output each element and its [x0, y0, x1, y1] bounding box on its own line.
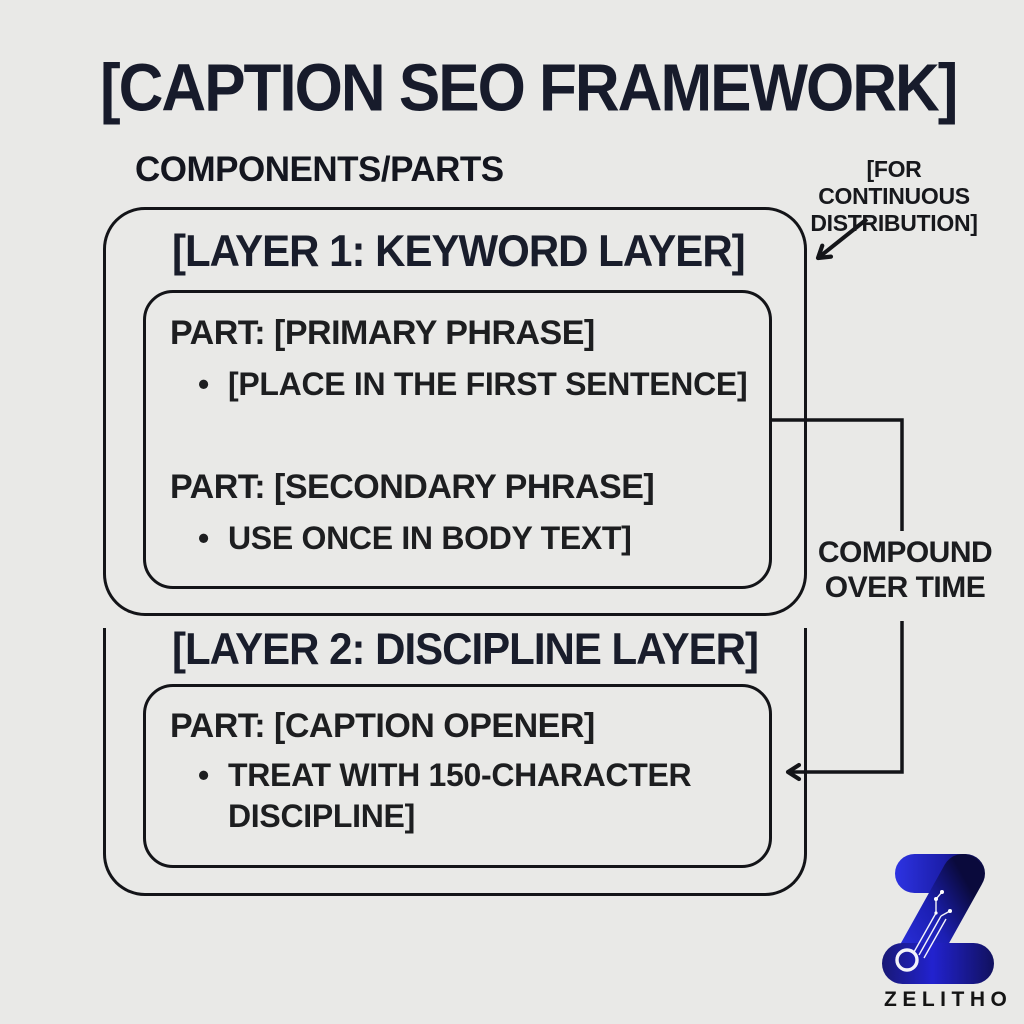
- bullet-150-character-discipline: • TREAT WITH 150-CHARACTER DISCIPLINE]: [198, 757, 692, 834]
- part-label-secondary-phrase: PART: [SECONDARY PHRASE]: [170, 468, 655, 506]
- layer2-parts-box: PART: [CAPTION OPENER] • TREAT WITH 150-…: [143, 684, 772, 868]
- annotation-compound-over-time: COMPOUND OVER TIME: [817, 536, 993, 604]
- annotation-continuous-distribution: [FOR CONTINUOUS DISTRIBUTION]: [810, 156, 978, 237]
- layer1-parts-box: PART: [PRIMARY PHRASE] • [PLACE IN THE F…: [143, 290, 772, 589]
- part-label-caption-opener: PART: [CAPTION OPENER]: [170, 707, 595, 745]
- bullet-place-first-sentence: • [PLACE IN THE FIRST SENTENCE]: [198, 364, 748, 405]
- part-label-primary-phrase: PART: [PRIMARY PHRASE]: [170, 314, 595, 352]
- layer1-box: [LAYER 1: KEYWORD LAYER] PART: [PRIMARY …: [103, 207, 807, 616]
- circuit-nodes: [934, 890, 952, 915]
- page-title: [CAPTION SEO FRAMEWORK]: [100, 51, 958, 126]
- zelitho-z-logo-icon: [882, 854, 994, 984]
- components-parts-label: COMPONENTS/PARTS: [135, 150, 504, 189]
- layer1-heading: [LAYER 1: KEYWORD LAYER]: [172, 226, 746, 276]
- bullet-icon: •: [198, 366, 209, 402]
- layer2-heading: [LAYER 2: DISCIPLINE LAYER]: [172, 624, 759, 674]
- brand-name: ZELITHO: [884, 988, 1013, 1011]
- layer2-box: [LAYER 2: DISCIPLINE LAYER] PART: [CAPTI…: [103, 624, 807, 896]
- bullet-icon: •: [198, 757, 209, 793]
- bullet-icon: •: [198, 520, 209, 556]
- bullet-use-once-body-text: • USE ONCE IN BODY TEXT]: [198, 518, 632, 559]
